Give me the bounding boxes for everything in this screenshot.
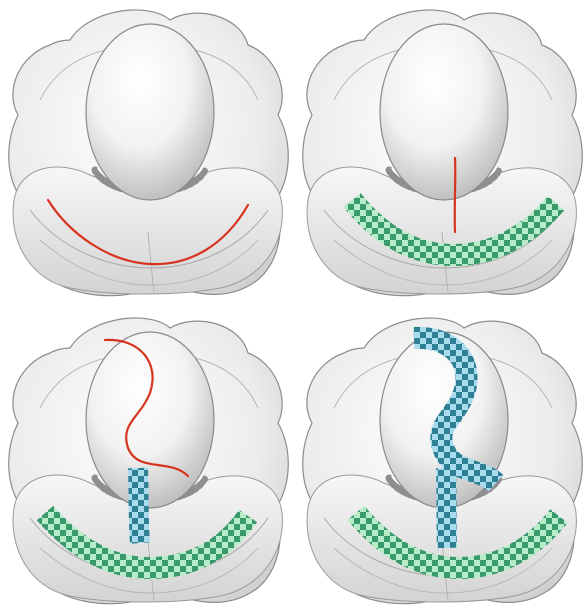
red-arc-curve — [46, 198, 250, 266]
red-s-curve — [103, 338, 190, 478]
panel-bottom-left — [9, 318, 289, 604]
red-vertical-curve — [453, 156, 457, 234]
blue-checker-strip-vertical — [436, 467, 457, 549]
green-checker-strip — [36, 505, 258, 580]
surface-model — [9, 10, 289, 296]
panel-bottom-right — [303, 318, 583, 604]
blue-checker-strip-s-curve — [413, 326, 504, 492]
panel-top-left — [9, 10, 289, 296]
green-checker-strip — [347, 505, 568, 580]
green-checker-strip — [343, 192, 565, 267]
panel-top-right — [303, 10, 583, 296]
blue-checker-strip-vertical — [128, 467, 150, 544]
